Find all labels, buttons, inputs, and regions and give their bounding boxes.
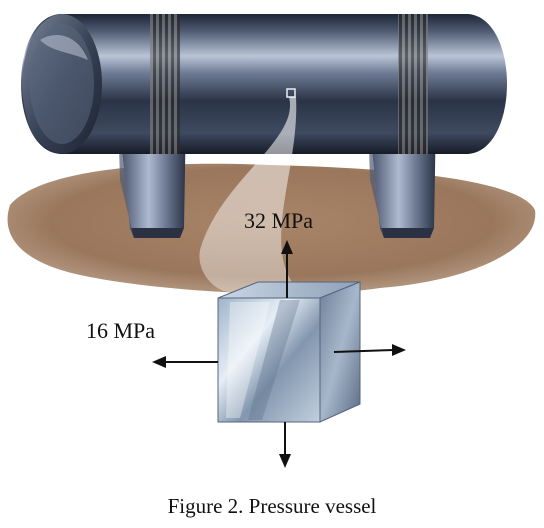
stress-horizontal-label: 16 MPa — [86, 318, 156, 343]
arrow-right-icon — [333, 344, 406, 356]
arrow-down-icon — [279, 422, 291, 468]
arrow-left-icon — [152, 356, 218, 368]
stress-element-cube — [217, 281, 361, 423]
pressure-vessel-cylinder — [21, 14, 507, 154]
arrow-up-icon — [281, 240, 293, 298]
figure-caption: Figure 2. Pressure vessel — [167, 494, 377, 518]
zoom-beam — [199, 97, 300, 292]
stress-vertical-label: 32 MPa — [244, 208, 314, 233]
